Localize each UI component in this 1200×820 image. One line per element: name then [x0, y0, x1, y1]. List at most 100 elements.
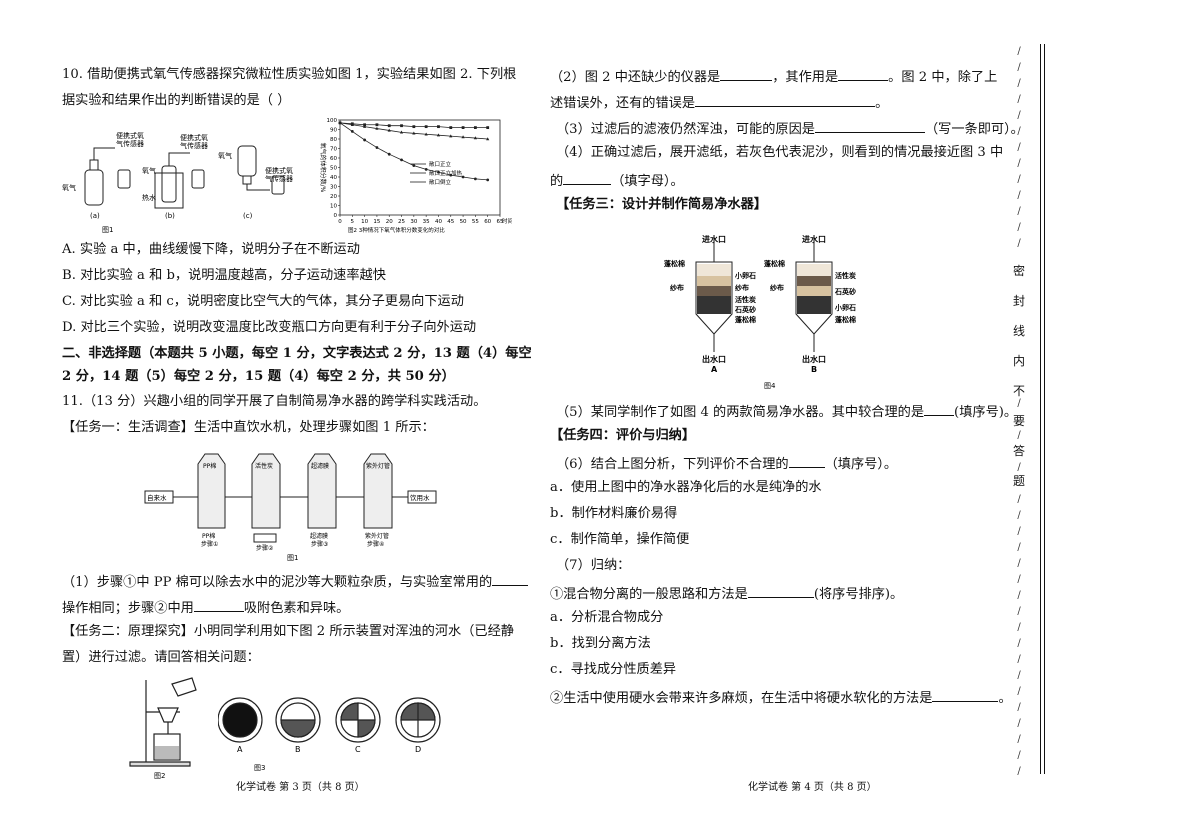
- q10-option-c: C. 对比实验 a 和 c，说明密度比空气大的气体，其分子更易向下运动: [62, 294, 464, 309]
- series-2-point: [350, 122, 354, 126]
- seal-slash-mark: /: [1017, 766, 1021, 777]
- purifier-a-layer-2: 纱布: [735, 283, 749, 292]
- q10-option-d: D. 对比三个实验，说明改变温度比改变瓶口方向更有利于分子向外运动: [62, 320, 477, 335]
- answer-blank-6[interactable]: [814, 118, 925, 133]
- seal-slash-mark: /: [1017, 94, 1021, 105]
- series-3-point: [424, 168, 428, 171]
- q2-text-c: 。图 2 中，除了上: [888, 70, 998, 85]
- step4-label: 步骤④: [367, 540, 384, 548]
- footer-right: 化学试卷 第 4 页（共 8 页）: [748, 782, 877, 793]
- series-1-point: [363, 123, 367, 127]
- answer-blank-10[interactable]: [747, 583, 814, 598]
- seal-char-6: 要: [1012, 414, 1025, 428]
- q10-stem-line1: 10. 借助便携式氧气传感器探究微粒性质实验如图 1，实验结果如图 2. 下列根: [62, 67, 517, 82]
- seal-slash-mark: /: [1017, 62, 1021, 73]
- purifier-a-label: A: [711, 365, 718, 374]
- answer-blank-9[interactable]: [788, 453, 825, 468]
- chart-title: 图2 3种情况下氧气体积分数变化的对比: [348, 226, 445, 234]
- fig4-caption: 图4: [764, 382, 776, 390]
- q11-task2-line1: 【任务二：原理探究】小明同学利用如下图 2 所示装置对浑浊的河水（已经静: [62, 624, 514, 639]
- series-3-point: [350, 130, 354, 133]
- col2-top: 活性炭: [255, 462, 273, 470]
- q7-part2: ②生活中使用硬水会带来许多麻烦，在生活中将硬水软化的方法是。: [550, 687, 1012, 708]
- task4-heading: 【任务四：评价与归纳】: [550, 428, 696, 443]
- answer-blank-11[interactable]: [932, 687, 999, 702]
- answer-blank-5[interactable]: [695, 92, 876, 107]
- col1-top: PP棉: [203, 462, 216, 470]
- filter-column-4: [363, 453, 393, 529]
- q3-line: （3）过滤后的滤液仍然浑浊，可能的原因是 （写一条即可）。: [556, 118, 1024, 139]
- q5-text-b: (填序号)。: [954, 405, 1018, 420]
- filter-option-d: [395, 697, 441, 743]
- answer-blank-2[interactable]: [193, 597, 244, 612]
- q7-part2-end: 。: [998, 691, 1012, 706]
- q11-stem: 11.（13 分）兴趣小组的同学开展了自制简易净水器的跨学科实践活动。: [62, 394, 487, 409]
- seal-slash-mark: /: [1017, 718, 1021, 729]
- answer-blank-3[interactable]: [720, 66, 773, 81]
- series-2-point: [363, 124, 367, 128]
- seal-slash-mark: /: [1017, 430, 1021, 441]
- q7-option-a: a．分析混合物成分: [550, 610, 664, 625]
- x-tick-label: 10: [361, 219, 368, 225]
- footer-left: 化学试卷 第 3 页（共 8 页）: [236, 782, 365, 793]
- purifier-a: [695, 242, 733, 352]
- task3-heading: 【任务三：设计并制作简易净水器】: [556, 197, 767, 212]
- x-tick-label: 50: [460, 219, 467, 225]
- answer-blank-8[interactable]: [924, 401, 955, 416]
- answer-blank-4[interactable]: [838, 66, 889, 81]
- q6-text-a: （6）结合上图分析，下列评价不合理的: [556, 457, 789, 472]
- legend-label-1: 敞口正立: [429, 160, 452, 168]
- filter-column-1: [197, 453, 226, 529]
- fig3-label-c: C: [355, 745, 361, 754]
- q7-part1-text-b: (将序号排序)。: [813, 587, 904, 602]
- purifier-b-label: B: [811, 365, 817, 374]
- fig1-label-b: (b): [165, 212, 175, 220]
- x-tick-label: 65: [497, 219, 504, 225]
- drinking-water-label: 饮用水: [410, 493, 430, 502]
- step3-name: 超滤膜: [310, 532, 328, 540]
- q2-text-d: 述错误外，还有的错误是: [550, 96, 696, 111]
- series-2-point: [399, 130, 404, 134]
- series-1-point: [461, 126, 465, 129]
- seal-slash-mark: /: [1017, 542, 1021, 553]
- purifier-b-layer-1: 活性炭: [835, 271, 856, 280]
- q10-stem-line2: 据实验和结果作出的判断错误的是（ ）: [62, 93, 291, 108]
- seal-slash-mark: /: [1017, 622, 1021, 633]
- seal-char-2: 封: [1012, 294, 1025, 308]
- filter-column-2: [251, 453, 281, 529]
- series-2-point: [486, 137, 490, 141]
- purifier-a-inlet: 进水口: [702, 234, 726, 244]
- series-2-point: [375, 126, 379, 130]
- q3-text-b: （写一条即可）。: [924, 122, 1024, 137]
- series-1-point: [412, 125, 416, 129]
- filtration-apparatus-figure: 图2: [129, 677, 197, 780]
- q2-text-a: （2）图 2 中还缺少的仪器是: [550, 70, 721, 85]
- q3-text-a: （3）过滤后的滤液仍然浑浊，可能的原因是: [556, 122, 815, 137]
- tap-water-label: 自来水: [147, 493, 167, 502]
- apparatus-b: [154, 152, 205, 209]
- seal-slash-mark: /: [1017, 46, 1021, 57]
- section2-heading-line2: 2 分，14 题（5）每空 2 分，15 题（4）每空 2 分，共 50 分）: [62, 369, 455, 384]
- y-tick-label: 100: [327, 118, 338, 124]
- purifier-a-layer-4: 石英砂: [734, 305, 756, 314]
- series-2-point: [436, 133, 441, 137]
- series-3-point: [473, 177, 477, 181]
- seal-slash-mark: /: [1017, 638, 1021, 649]
- fig3-label-b: B: [295, 745, 301, 754]
- series-1-point: [473, 126, 477, 129]
- purifier-a-layer-1: 小卵石: [734, 271, 756, 280]
- legend-label-3: 敞口倒立: [429, 178, 452, 186]
- q11-figure1: 自来水 饮用水 PP棉 活性炭 超滤膜 紫外灯管 PP棉 步骤① 步骤② 超滤膜…: [144, 453, 437, 562]
- section2-heading-line1: 二、非选择题（本题共 5 小题，每空 1 分，文字表达式 2 分，13 题（4）…: [62, 346, 532, 361]
- fig3-caption: 图3: [254, 764, 265, 772]
- series-3-point: [338, 121, 342, 125]
- q11-part1-text-c: 吸附色素和异味。: [243, 601, 350, 616]
- water-purifier-figure: 进水口 进水口 蓬松棉 纱布 蓬松棉 纱布 小卵石 纱布 活性炭 石英砂 蓬松棉…: [664, 234, 856, 390]
- answer-blank-7[interactable]: [563, 170, 612, 185]
- q5-text-a: （5）某同学制作了如图 4 的两款简易净水器。其中较合理的是: [556, 405, 925, 420]
- series-2-point: [473, 136, 477, 140]
- seal-slash-mark: /: [1017, 110, 1021, 121]
- answer-blank-1[interactable]: [492, 571, 529, 586]
- q6-option-a: a．使用上图中的净水器净化后的水是纯净的水: [550, 480, 822, 495]
